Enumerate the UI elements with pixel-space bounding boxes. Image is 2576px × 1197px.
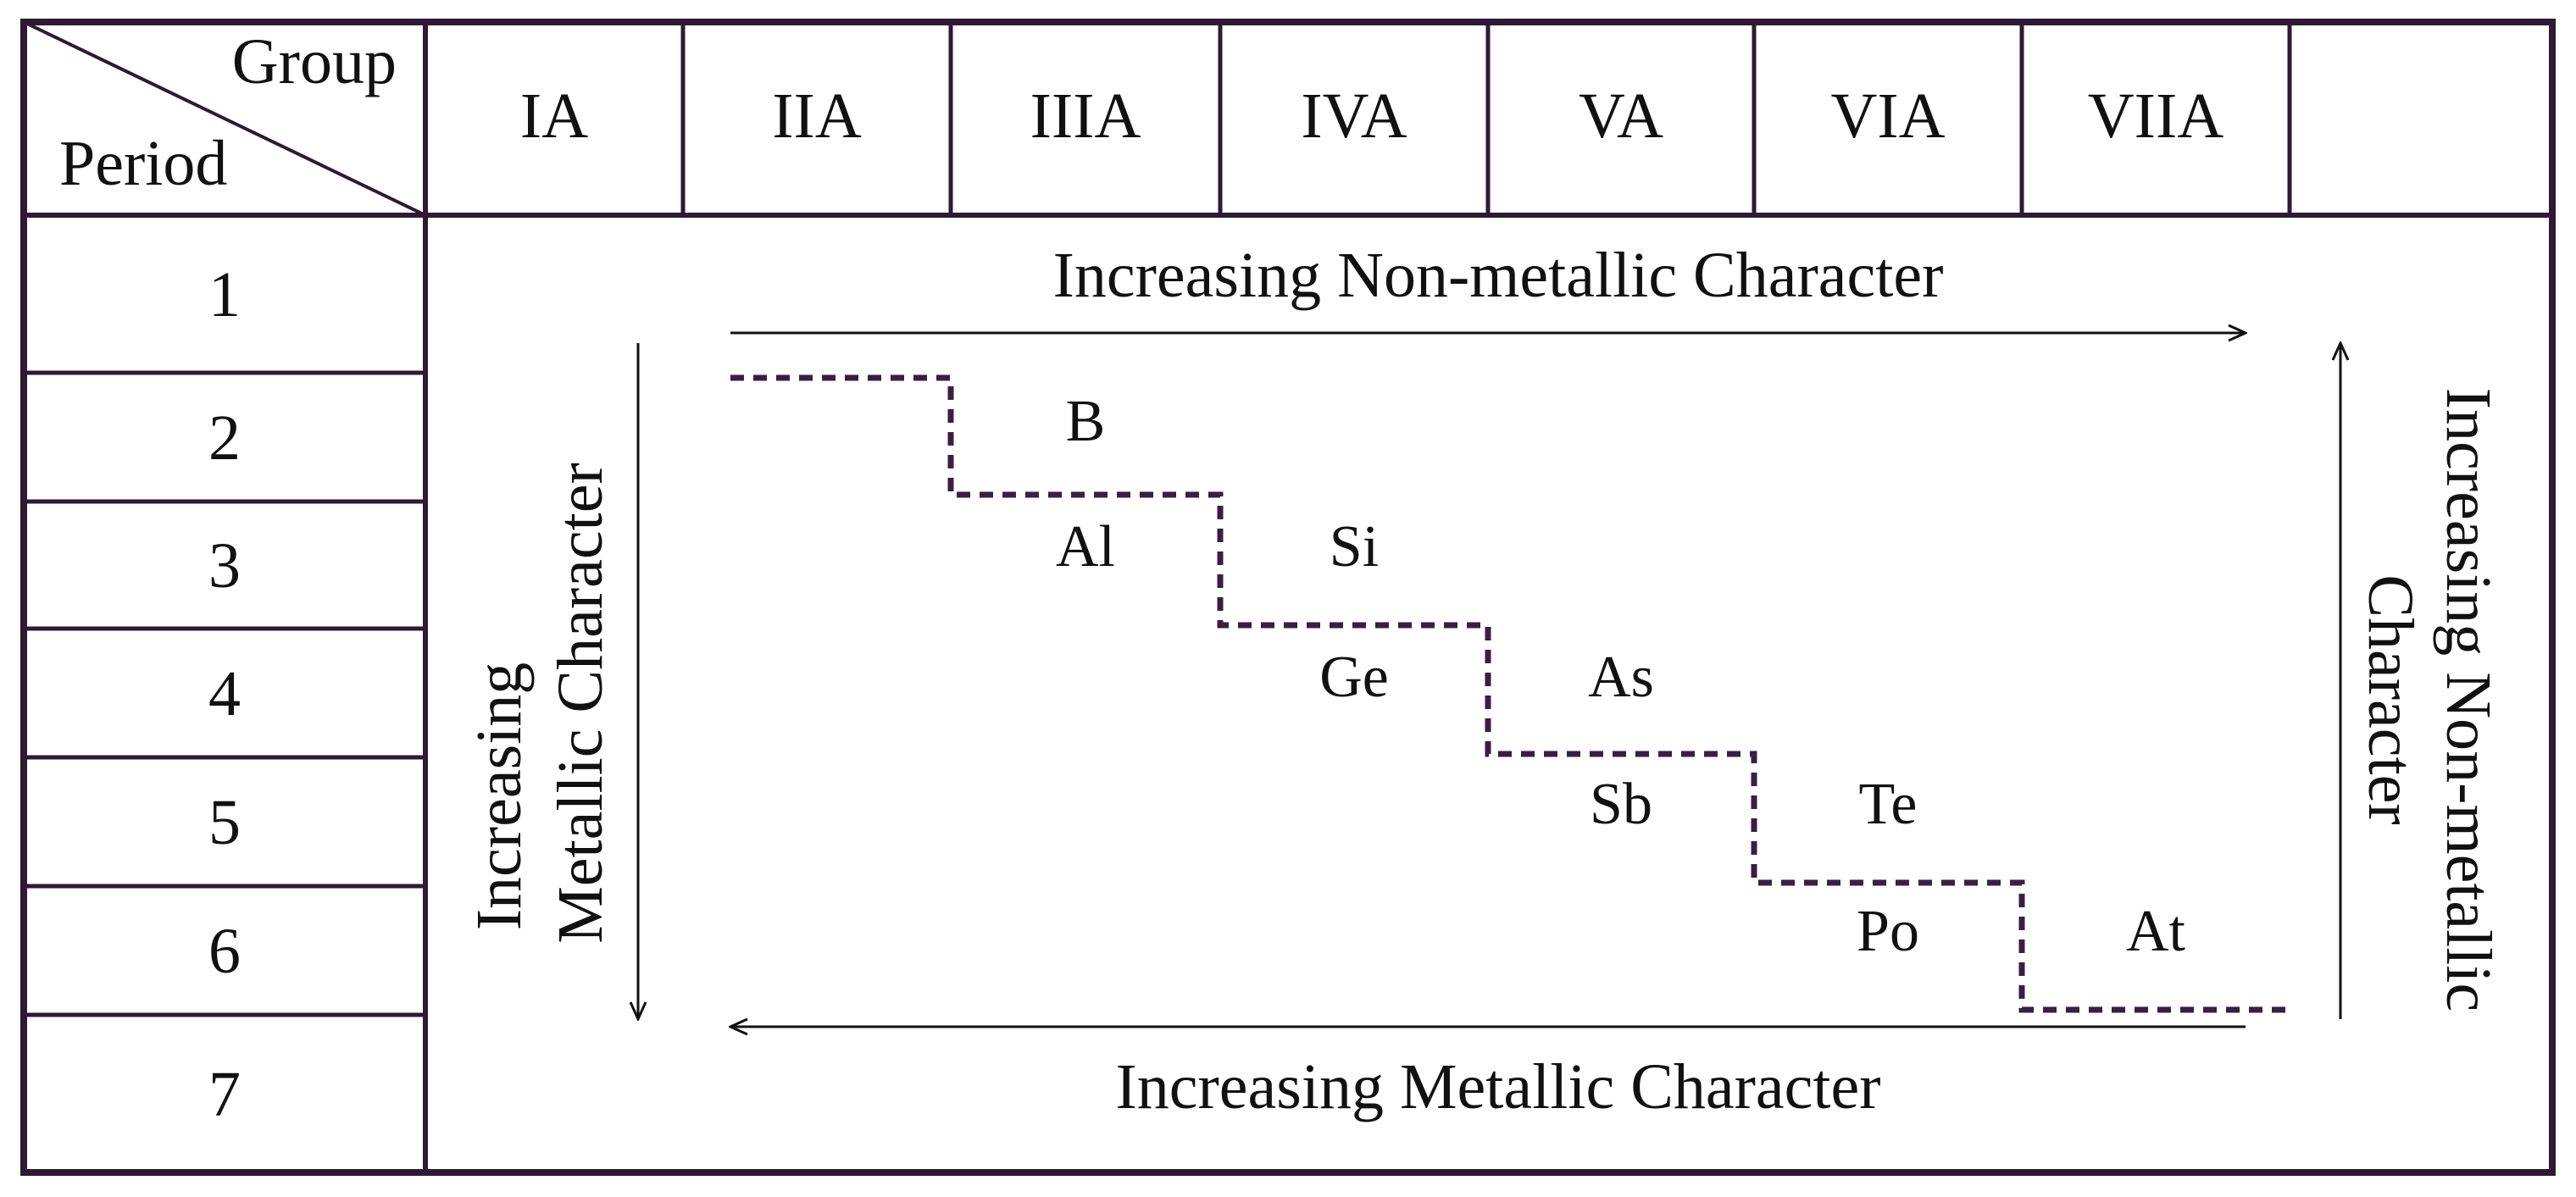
left-arrow-label-line2: Metallic Character <box>545 463 616 944</box>
corner-group-label: Group <box>232 26 397 97</box>
corner-diagonal-line <box>23 20 426 217</box>
element-symbol-as: As <box>1588 645 1654 710</box>
element-symbol-sb: Sb <box>1590 772 1652 837</box>
period-label: 7 <box>208 1059 241 1130</box>
right-arrow-label-line1: Increasing Non-metallic <box>2433 388 2504 1011</box>
period-label: 6 <box>208 916 241 987</box>
left-arrow-label-line1: Increasing <box>464 662 535 931</box>
period-label: 1 <box>208 259 241 330</box>
element-symbol-si: Si <box>1330 514 1379 579</box>
period-label: 5 <box>208 787 241 858</box>
group-label: IIA <box>772 80 862 152</box>
element-symbol-ge: Ge <box>1319 645 1389 710</box>
period-label: 4 <box>208 658 241 729</box>
group-header-row: IA IIA IIIA IVA VA VIA VIIA <box>520 80 2223 152</box>
element-symbol-at: At <box>2126 899 2186 964</box>
period-label: 3 <box>208 530 241 601</box>
metalloid-dividing-line <box>730 374 2290 1013</box>
element-symbol-b: B <box>1066 389 1106 454</box>
element-symbol-te: Te <box>1859 772 1918 837</box>
group-label: IA <box>520 80 588 152</box>
top-arrow-label: Increasing Non-metallic Character <box>1053 240 1944 311</box>
group-label: IIIA <box>1030 80 1141 152</box>
corner-period-label: Period <box>59 128 227 199</box>
bottom-arrow-label: Increasing Metallic Character <box>1115 1051 1880 1122</box>
group-label: VIIA <box>2088 80 2224 152</box>
right-arrow-label-line2: Character <box>2355 574 2426 824</box>
element-symbol-al: Al <box>1056 514 1115 579</box>
group-label: IVA <box>1301 80 1407 152</box>
element-symbol-po: Po <box>1857 899 1919 964</box>
outer-border <box>20 19 2556 1176</box>
table-frame <box>20 19 2556 1176</box>
group-label: VA <box>1579 80 1663 152</box>
period-label: 2 <box>208 402 241 474</box>
group-label: VIA <box>1830 80 1945 152</box>
period-column: 1 2 3 4 5 6 7 <box>208 259 241 1130</box>
